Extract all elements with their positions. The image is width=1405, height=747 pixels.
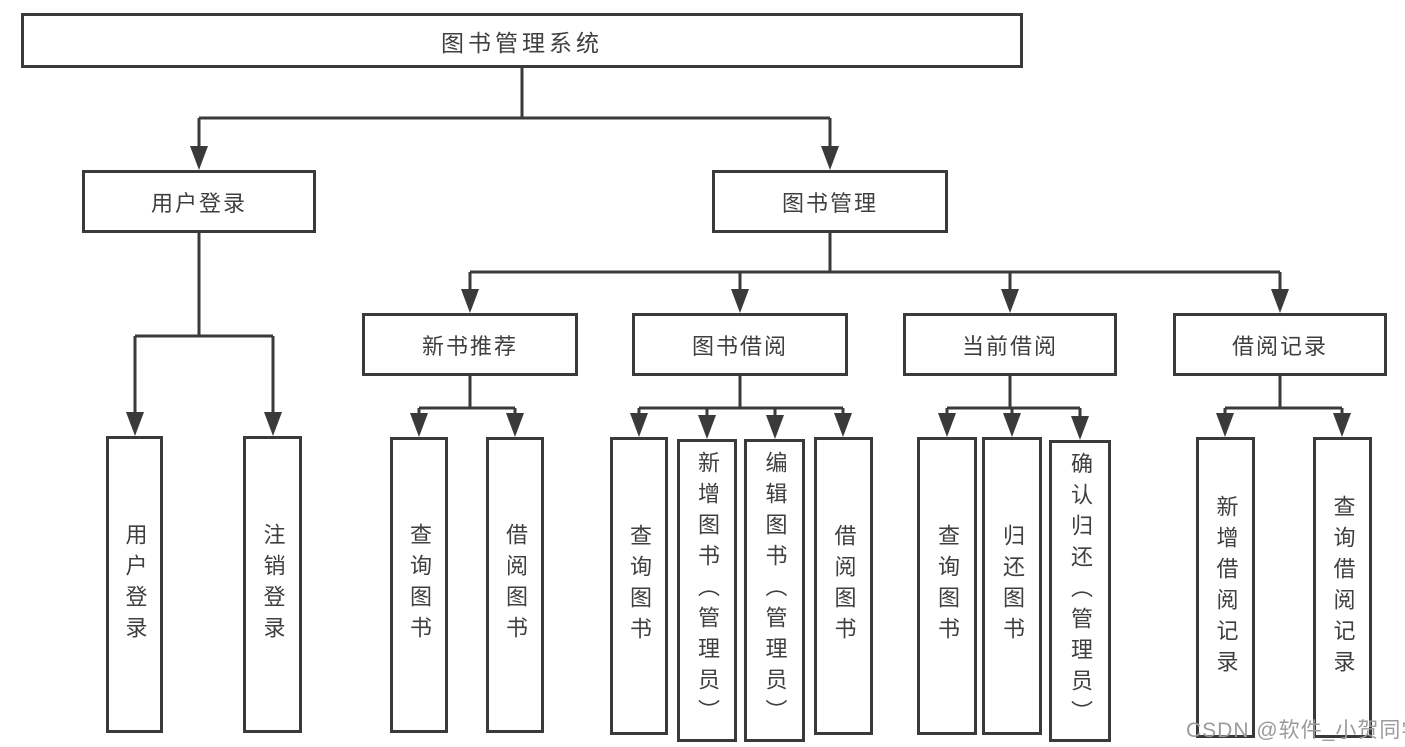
node-user-login-group-label: 用户登录	[150, 190, 247, 216]
node-current-borrow: 当前借阅	[903, 313, 1117, 376]
node-book-borrow: 图书借阅	[632, 313, 848, 376]
arrow-heads	[126, 146, 1351, 440]
leaf-query-borrow-record-label: 查询借阅记录	[1330, 494, 1356, 681]
leaf-borrow-book-label: 借阅图书	[831, 524, 857, 648]
leaf-return-book-label: 归还图书	[1000, 524, 1025, 648]
leaf-return-book: 归还图书	[982, 437, 1042, 735]
leaf-recommend-query-book: 查询图书	[390, 437, 448, 733]
node-book-management-label: 图书管理	[781, 190, 878, 216]
node-current-borrow-label: 当前借阅	[961, 333, 1058, 359]
leaf-confirm-return-admin: 确认归还（管理员）	[1049, 440, 1111, 742]
leaf-recommend-borrow-book: 借阅图书	[486, 437, 544, 733]
node-root-label: 图书管理系统	[441, 29, 603, 56]
leaf-borrow-query-book: 查询图书	[610, 437, 668, 735]
leaf-add-book-admin-label: 新增图书（管理员）	[695, 451, 720, 730]
leaf-user-login-label: 用户登录	[122, 522, 148, 647]
node-book-borrow-label: 图书借阅	[691, 333, 788, 359]
node-root: 图书管理系统	[21, 13, 1023, 68]
leaf-borrow-book: 借阅图书	[814, 437, 873, 735]
leaf-current-query-book-label: 查询图书	[935, 524, 960, 648]
leaf-recommend-borrow-book-label: 借阅图书	[503, 523, 528, 647]
leaf-logout: 注销登录	[243, 436, 302, 733]
node-user-login-group: 用户登录	[82, 170, 316, 233]
leaf-borrow-query-book-label: 查询图书	[627, 524, 652, 648]
leaf-edit-book-admin-label: 编辑图书（管理员）	[762, 451, 788, 730]
leaf-logout-label: 注销登录	[260, 522, 286, 647]
node-new-book-recommend: 新书推荐	[362, 313, 578, 376]
leaf-add-borrow-record-label: 新增借阅记录	[1213, 494, 1239, 681]
connector-path	[133, 68, 1344, 433]
leaf-confirm-return-admin-label: 确认归还（管理员）	[1068, 451, 1093, 731]
leaf-edit-book-admin: 编辑图书（管理员）	[744, 439, 805, 742]
watermark: CSDN @软件_小贺同学	[1186, 719, 1405, 742]
node-book-management: 图书管理	[712, 170, 948, 233]
node-new-book-recommend-label: 新书推荐	[421, 333, 518, 359]
leaf-add-borrow-record: 新增借阅记录	[1196, 437, 1255, 738]
node-borrow-record-label: 借阅记录	[1231, 333, 1328, 359]
leaf-user-login: 用户登录	[106, 436, 163, 733]
node-borrow-record: 借阅记录	[1173, 313, 1387, 376]
leaf-current-query-book: 查询图书	[917, 437, 977, 735]
leaf-query-borrow-record: 查询借阅记录	[1313, 437, 1372, 738]
leaf-recommend-query-book-label: 查询图书	[407, 523, 432, 647]
leaf-add-book-admin: 新增图书（管理员）	[677, 439, 737, 742]
